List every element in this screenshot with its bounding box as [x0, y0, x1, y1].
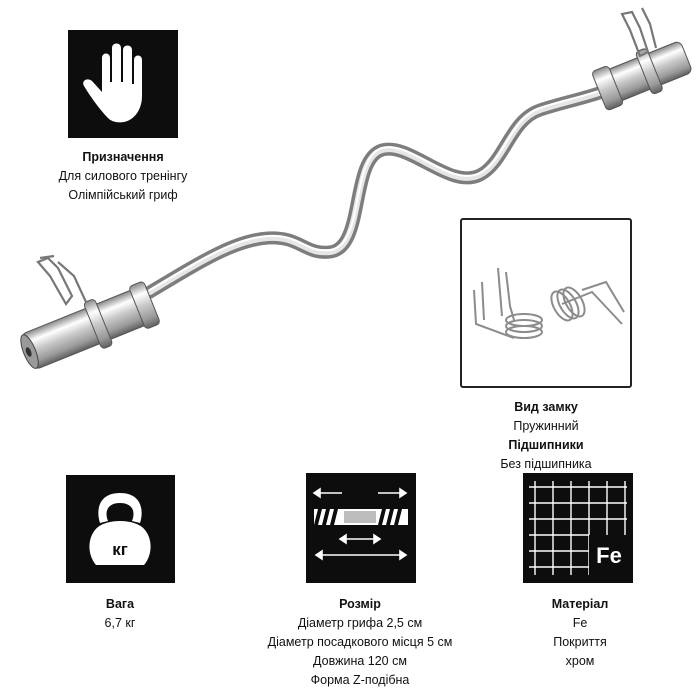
ez-curl-barbell-image: [20, 7, 692, 369]
size-title: Розмір: [339, 597, 381, 611]
purpose-line-2: Олімпійський гриф: [68, 188, 178, 202]
weight-icon-box: кг: [66, 475, 175, 583]
purpose-icon-box: [68, 30, 178, 138]
bearings-title: Підшипники: [508, 438, 584, 452]
kettlebell-icon: кг: [89, 493, 151, 565]
dimensions-icon: [312, 487, 408, 561]
open-hand-icon: [83, 43, 142, 123]
lock-title: Вид замку: [514, 400, 578, 414]
bearings-value: Без підшипника: [500, 457, 592, 471]
size-line-1: Діаметр грифа 2,5 см: [297, 616, 423, 630]
size-line-3: Довжина 120 см: [313, 654, 407, 668]
left-sleeve: [20, 281, 160, 369]
material-label: Матеріал Fe Покриття хром: [490, 595, 670, 671]
size-icon-box: [306, 473, 416, 583]
material-title: Матеріал: [551, 597, 609, 611]
lock-detail-inset: [460, 218, 632, 388]
weight-title: Вага: [105, 597, 135, 611]
purpose-line-1: Для силового тренінгу: [58, 169, 188, 183]
weight-label: Вага 6,7 кг: [30, 595, 210, 633]
material-icon-box: Fe: [523, 473, 633, 583]
material-fe-text: Fe: [596, 543, 622, 568]
spring-collars-image: [473, 267, 625, 339]
size-line-2: Діаметр посадкового місця 5 см: [267, 635, 453, 649]
right-spring-collar: [620, 7, 658, 58]
material-line-1: Fe: [572, 616, 588, 630]
lock-label: Вид замку Пружинний Підшипники Без підши…: [446, 398, 646, 474]
left-spring-collar: [36, 254, 87, 306]
size-line-4: Форма Z-подібна: [310, 673, 410, 687]
material-line-2: Покриття: [553, 635, 607, 649]
purpose-title: Призначення: [82, 150, 164, 164]
element-grid-icon: Fe: [529, 481, 629, 577]
purpose-label: Призначення Для силового тренінгу Олімпі…: [30, 148, 216, 205]
material-line-3: хром: [565, 654, 595, 668]
weight-value: 6,7 кг: [104, 616, 136, 630]
kettlebell-kg-text: кг: [112, 540, 128, 559]
right-sleeve: [592, 41, 692, 111]
lock-value: Пружинний: [513, 419, 579, 433]
size-label: Розмір Діаметр грифа 2,5 см Діаметр поса…: [240, 595, 480, 690]
